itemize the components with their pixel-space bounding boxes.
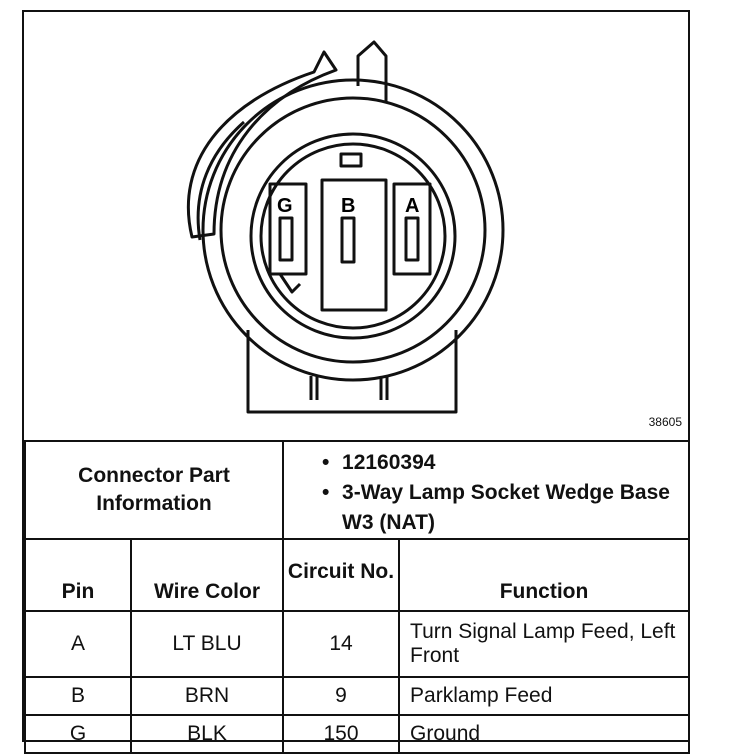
col-function: Function [398, 538, 691, 612]
connector-info-values: 12160394 3-Way Lamp Socket Wedge Base W3… [282, 440, 691, 540]
table-row: B BRN 9 Parklamp Feed [24, 676, 691, 716]
cell-function: Turn Signal Lamp Feed, Left Front [398, 610, 691, 678]
cell-pin: G [24, 714, 132, 754]
connector-housing-body [246, 330, 458, 414]
pin-label-a: A [405, 195, 419, 217]
connector-table: Connector Part Information 12160394 3-Wa… [23, 440, 691, 754]
terminal-b [320, 178, 388, 312]
connector-drawing: G B A [186, 40, 505, 414]
latch-arm [186, 50, 338, 239]
pin-label-b: B [341, 195, 355, 217]
col-wire-color: Wire Color [129, 538, 285, 612]
top-tab [356, 40, 388, 102]
cell-pin: B [24, 676, 132, 716]
cell-function: Ground [398, 714, 691, 754]
terminal-a [392, 182, 432, 276]
header-row: Pin Wire Color Circuit No. Function [24, 538, 691, 612]
col-pin: Pin [24, 538, 132, 612]
connector-info-row: Connector Part Information 12160394 3-Wa… [23, 440, 691, 540]
inner-socket [249, 132, 457, 340]
cell-circuit: 14 [282, 610, 401, 678]
part-description: 3-Way Lamp Socket Wedge Base W3 (NAT) [322, 478, 688, 538]
connector-info-label: Connector Part Information [23, 440, 285, 540]
cell-circuit: 9 [282, 676, 401, 716]
terminal-g [268, 182, 308, 276]
cell-wire-color: BLK [129, 714, 285, 754]
cell-pin: A [24, 610, 132, 678]
part-number: 12160394 [322, 448, 688, 478]
pin-label-g: G [277, 195, 293, 217]
table-row: A LT BLU 14 Turn Signal Lamp Feed, Left … [24, 610, 691, 678]
cell-wire-color: LT BLU [129, 610, 285, 678]
cell-wire-color: BRN [129, 676, 285, 716]
cell-circuit: 150 [282, 714, 401, 754]
socket-outer-ring [201, 78, 505, 382]
table-row: G BLK 150 Ground [24, 714, 691, 754]
connector-diagram-frame: G B A 38605 Connector Part Information 1… [22, 10, 691, 754]
figure-number: 38605 [648, 415, 682, 429]
col-circuit: Circuit No. [282, 538, 401, 612]
cell-function: Parklamp Feed [398, 676, 691, 716]
